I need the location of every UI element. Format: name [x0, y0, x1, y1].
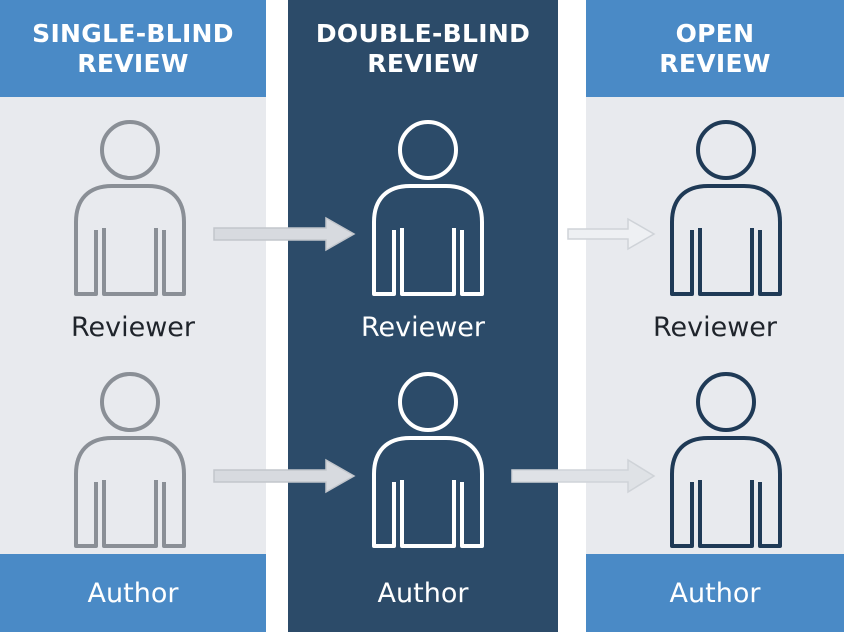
open-review-column: OPEN REVIEW Reviewer Author — [586, 0, 844, 632]
single-blind-reviewer-label: Reviewer — [70, 312, 196, 343]
single-blind-footer: Author — [0, 554, 266, 632]
reviewer-person-icon — [670, 120, 782, 296]
arrow-right-icon — [213, 216, 356, 252]
author-person-icon — [372, 372, 484, 548]
open-review-footer: Author — [586, 554, 844, 632]
double-blind-title: DOUBLE-BLIND REVIEW — [315, 18, 531, 78]
reviewer-person-icon — [372, 120, 484, 296]
open-review-reviewer-label: Reviewer — [652, 312, 778, 343]
single-blind-title: SINGLE-BLIND REVIEW — [32, 18, 234, 78]
single-blind-column: SINGLE-BLIND REVIEW Reviewer Author — [0, 0, 266, 632]
single-blind-header: SINGLE-BLIND REVIEW — [0, 0, 266, 97]
author-person-icon — [670, 372, 782, 548]
double-blind-reviewer-label: Reviewer — [360, 312, 486, 343]
open-review-header: OPEN REVIEW — [586, 0, 844, 97]
double-blind-footer: Author — [288, 554, 558, 632]
arrow-right-icon — [567, 217, 656, 251]
open-review-author-label: Author — [669, 577, 761, 609]
arrow-right-icon — [213, 458, 356, 494]
single-blind-author-label: Author — [87, 577, 179, 609]
double-blind-author-label: Author — [377, 577, 469, 609]
arrow-right-icon — [511, 458, 656, 494]
double-blind-column: DOUBLE-BLIND REVIEW Reviewer Author — [288, 0, 558, 632]
reviewer-person-icon — [74, 120, 186, 296]
author-person-icon — [74, 372, 186, 548]
open-review-title: OPEN REVIEW — [659, 18, 771, 78]
double-blind-header: DOUBLE-BLIND REVIEW — [288, 0, 558, 97]
